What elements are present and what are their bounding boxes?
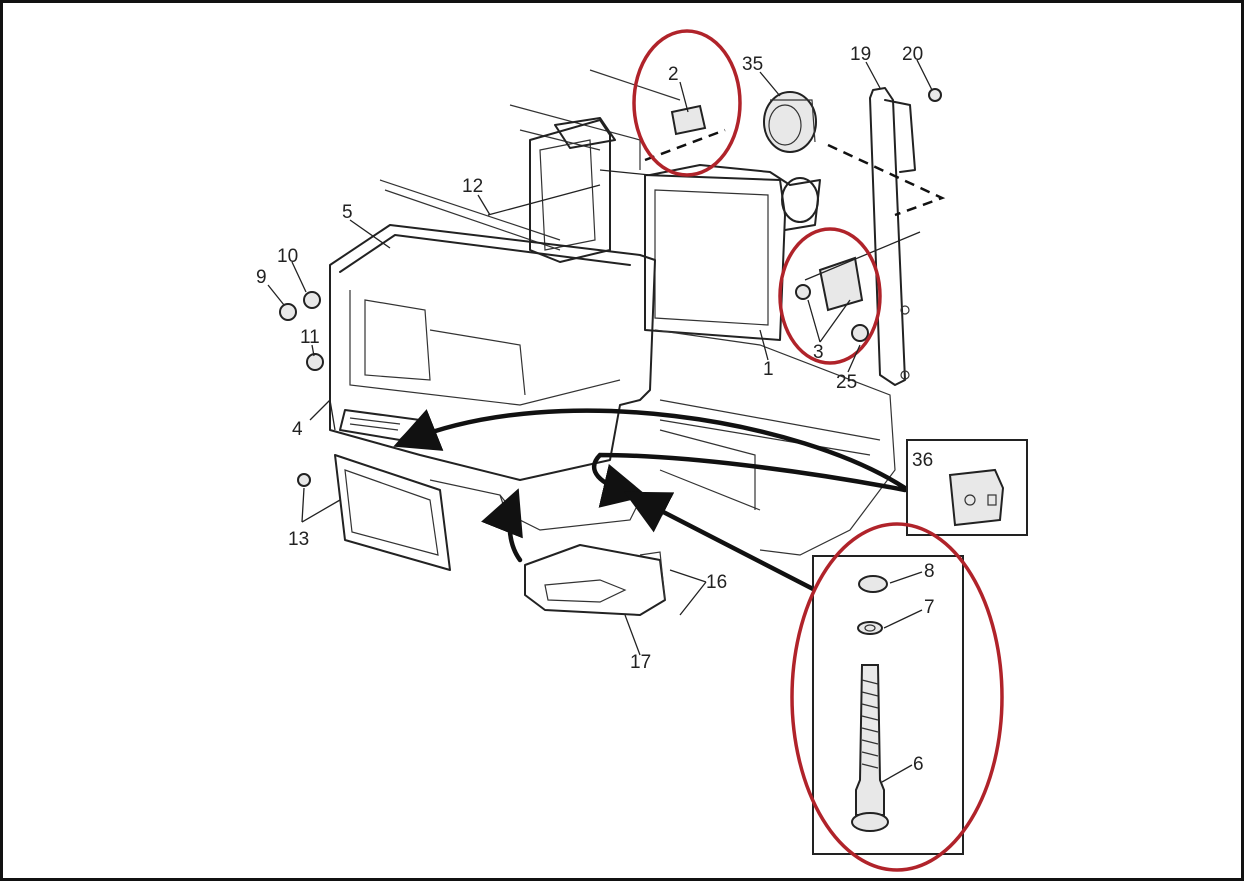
callout-25: 25 [836,372,857,393]
alignment-lines [487,128,946,281]
callout-7: 7 [924,597,935,618]
callout-13: 13 [288,529,309,550]
callout-leaders [267,59,933,783]
fender-panel [654,329,896,556]
callout-35: 35 [742,54,763,75]
inset-clip-36 [906,439,1028,536]
highlight-ring-adjuster-3 [778,227,882,365]
callout-labels: 2 35 19 20 12 5 10 9 11 4 1 3 25 36 13 8… [256,44,935,775]
callout-5: 5 [342,202,353,223]
callout-10: 10 [277,246,298,267]
headlamp-bezel [329,224,656,481]
callout-1: 1 [763,359,774,380]
parking-lamp-lens [334,454,451,571]
highlight-rings [632,29,1004,872]
callout-19: 19 [850,44,871,65]
callout-4: 4 [292,419,303,440]
callout-9: 9 [256,267,267,288]
callout-3: 3 [813,342,824,363]
callout-6: 6 [913,754,924,775]
inset-bolt-assembly [812,555,964,855]
highlight-ring-bolt-assembly [790,522,1004,872]
fasteners [279,88,942,487]
callout-36: 36 [912,450,933,471]
callout-20: 20 [902,44,923,65]
callout-17: 17 [630,652,651,673]
highlight-ring-clip-2 [632,29,742,177]
callout-2: 2 [668,64,679,85]
callout-16: 16 [706,572,727,593]
callout-8: 8 [924,561,935,582]
mounting-bracket-19 [869,87,916,386]
indicator-arrows [393,408,908,593]
callout-12: 12 [462,176,483,197]
headlamp-bulb [763,91,817,153]
callout-11: 11 [300,327,320,348]
lower-trim [429,479,641,531]
support-bracket [529,117,616,263]
side-marker-lamp [524,544,666,616]
